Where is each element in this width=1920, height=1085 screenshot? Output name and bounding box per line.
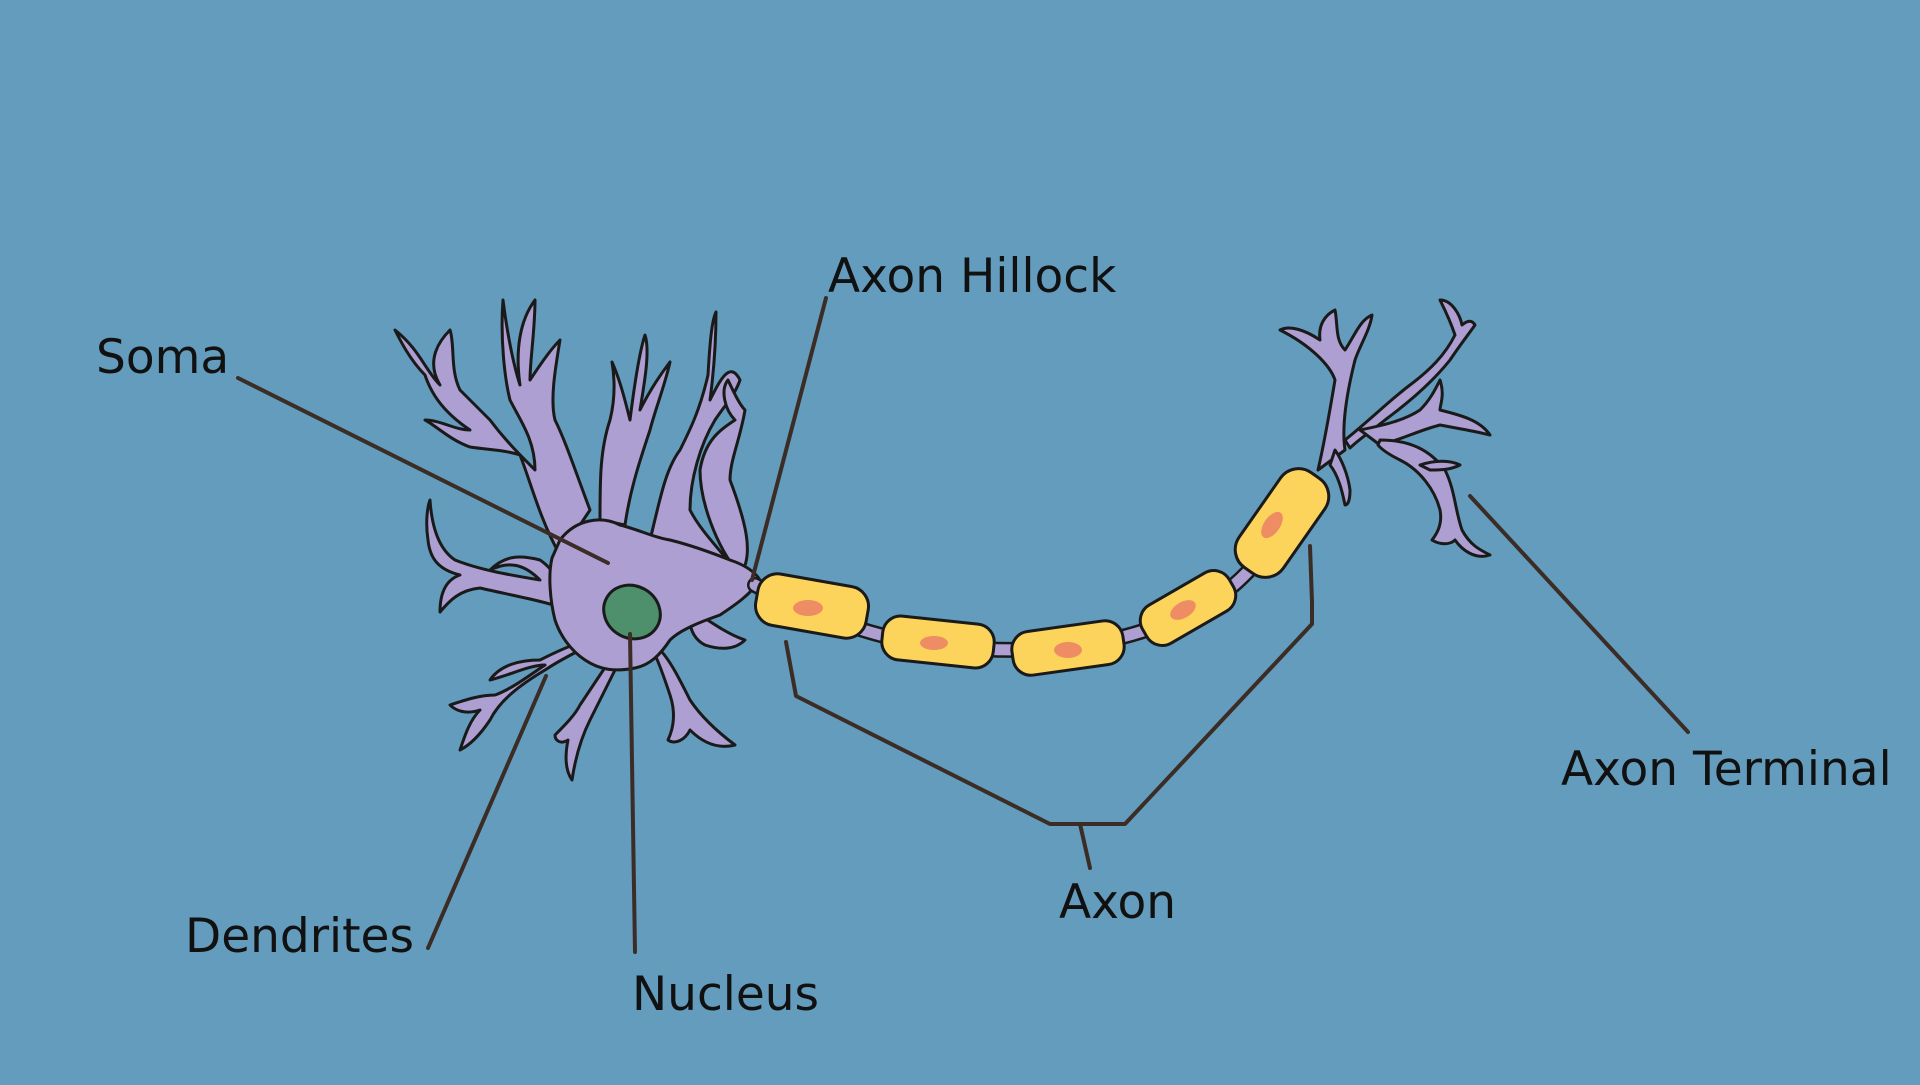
- dendrite-lower-right: [653, 648, 737, 748]
- leader-axon-terminal: [1468, 494, 1690, 734]
- leader-axon-hillock: [750, 296, 828, 582]
- terminal-branch-lower-right-b: [1418, 459, 1462, 472]
- nucleus: [602, 583, 662, 641]
- leader-soma: [236, 376, 610, 565]
- label-axon-hillock: Axon Hillock: [828, 249, 1117, 304]
- label-dendrites: Dendrites: [185, 909, 414, 964]
- leader-axon: [1078, 822, 1092, 870]
- dendrite-left: [425, 498, 572, 614]
- leader-nucleus: [628, 632, 637, 954]
- terminal-branch-lower-left: [1328, 448, 1352, 507]
- dendrite-lower-left: [448, 638, 602, 752]
- label-nucleus: Nucleus: [632, 967, 819, 1022]
- dendrite-upper-middle: [598, 333, 672, 527]
- terminal-branch-right: [1343, 298, 1477, 450]
- myelin-segment-3: [1010, 619, 1126, 677]
- dendrite-right-lower: [688, 613, 747, 650]
- leader-lines: [236, 296, 1690, 954]
- myelin-segment-1: [754, 572, 870, 640]
- label-axon: Axon: [1059, 875, 1176, 930]
- dendrites: [393, 298, 749, 782]
- terminal-branch-upper: [1278, 308, 1374, 472]
- axon-terminal: [1278, 298, 1492, 558]
- leader-dendrites: [426, 674, 548, 950]
- dendrite-lower-middle: [553, 658, 622, 782]
- label-soma: Soma: [96, 330, 229, 385]
- terminal-branch-middle: [1358, 378, 1492, 447]
- soma-body: [548, 518, 762, 672]
- myelin-sheath: [754, 467, 1331, 677]
- labels: Soma Axon Hillock Dendrites Nucleus Axon…: [96, 249, 1892, 1022]
- myelin-segment-5: [1233, 467, 1331, 579]
- myelin-segment-2: [880, 614, 996, 670]
- myelin-segment-4: [1138, 569, 1238, 647]
- axon-bracket: [784, 544, 1314, 826]
- dendrite-upper-left: [393, 298, 592, 557]
- label-axon-terminal: Axon Terminal: [1561, 742, 1892, 797]
- dendrite-upper-right-a: [648, 310, 742, 577]
- dendrite-upper-right-b: [698, 378, 749, 577]
